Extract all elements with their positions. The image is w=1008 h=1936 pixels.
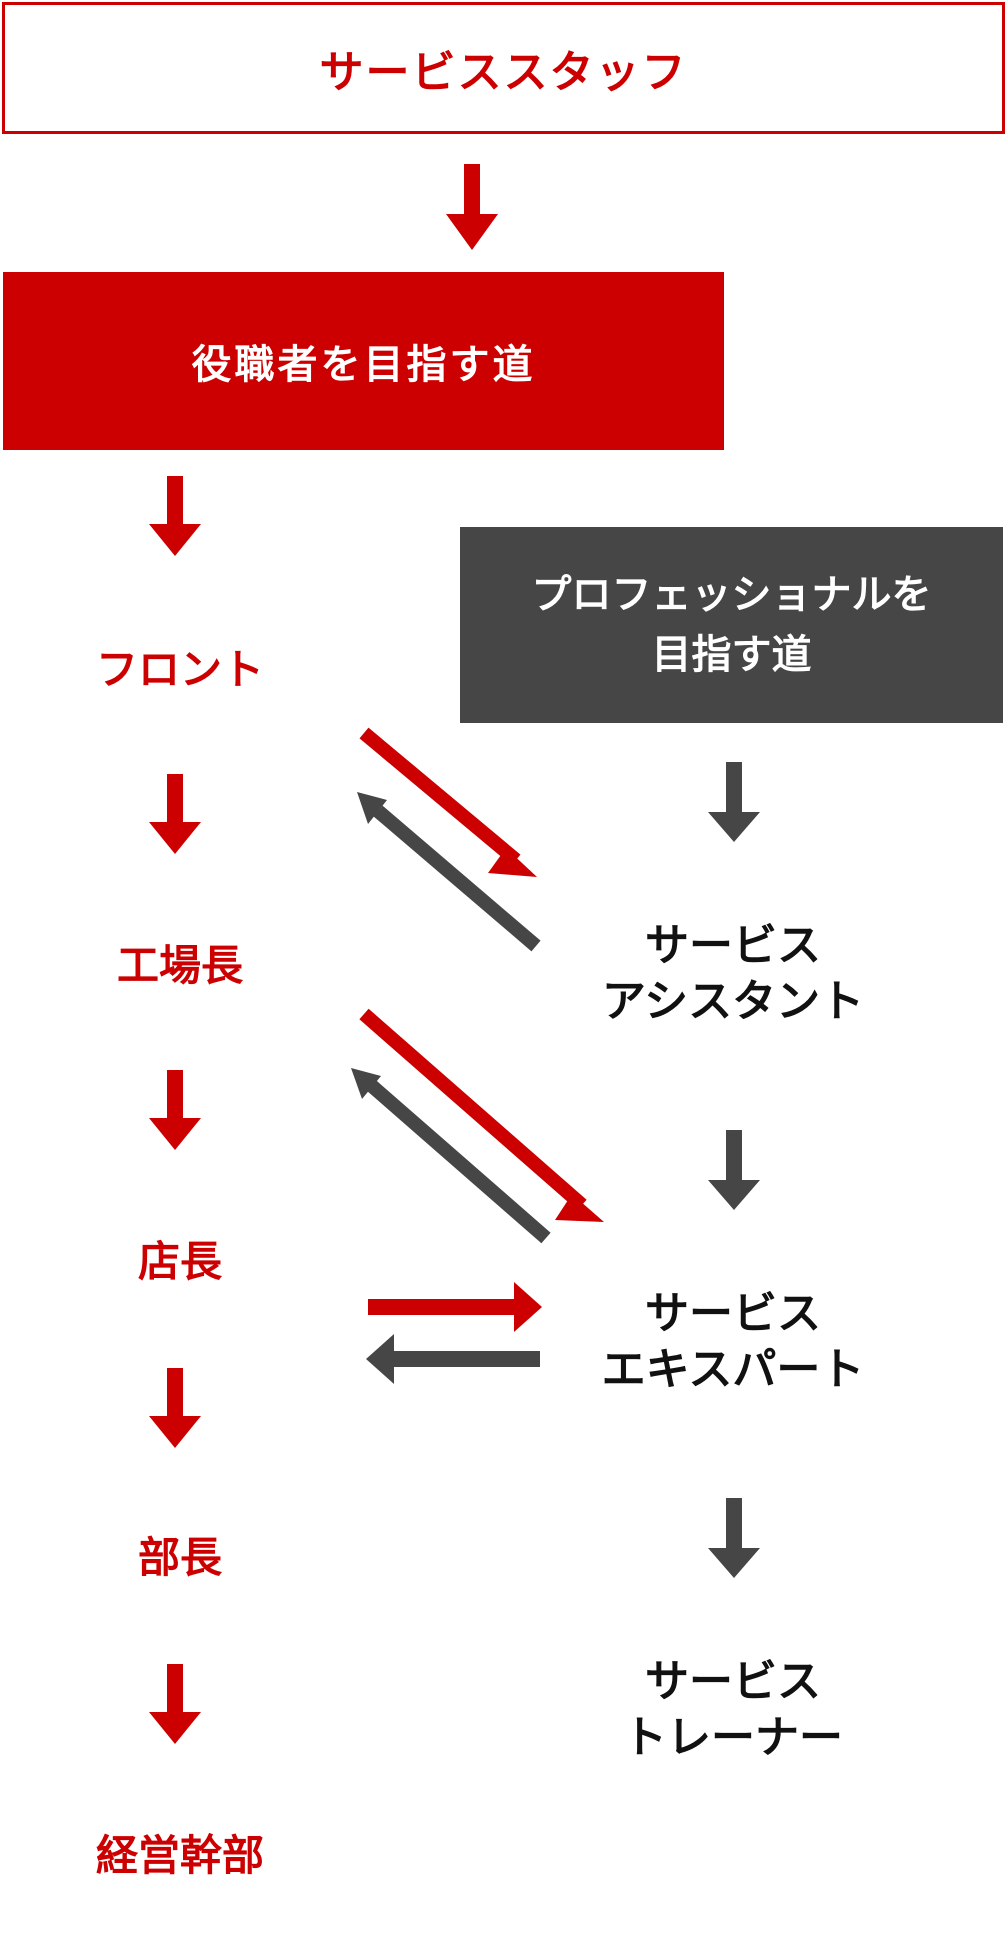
right-arrow-icon [368,1282,542,1332]
service-staff-box: サービススタッフ [2,2,1005,134]
service-trainer-line2: トレーナー [623,1712,843,1763]
down-arrow-icon [149,774,201,854]
management-path-label: 役職者を目指す道 [191,342,536,388]
professional-path-label-line2: 目指す道 [651,632,812,678]
diagonal-arrow-icon [351,1068,551,1244]
down-arrow-icon [446,164,498,250]
diagonal-arrow-icon [359,1008,604,1222]
service-assistant-line2: アシスタント [601,976,865,1027]
down-arrow-icon [149,1664,201,1744]
factory-manager-label: 工場長 [116,941,243,990]
service-expert-label: サービス エキスパート [533,1286,933,1398]
down-arrow-icon [708,762,760,842]
professional-path-label-line1: プロフェッショナルを [531,572,932,618]
down-arrow-icon [708,1498,760,1578]
down-arrow-icon [149,1368,201,1448]
service-expert-line1: サービス [645,1288,821,1339]
service-assistant-label: サービス アシスタント [533,918,933,1030]
diagonal-arrow-icon [359,727,537,877]
down-arrow-icon [708,1130,760,1210]
service-assistant-line1: サービス [645,920,821,971]
executive-label: 経営幹部 [95,1831,264,1880]
service-expert-line2: エキスパート [601,1344,865,1395]
department-manager-label: 部長 [137,1533,222,1582]
left-arrow-icon [366,1334,540,1384]
front-label: フロント [95,645,264,694]
service-staff-label: サービススタッフ [319,47,688,98]
management-path-box: 役職者を目指す道 [3,272,724,450]
down-arrow-icon [149,1070,201,1150]
professional-path-box: プロフェッショナルを 目指す道 [460,527,1003,723]
diagonal-arrow-icon [357,792,541,952]
store-manager-label: 店長 [137,1237,222,1286]
service-trainer-line1: サービス [645,1656,821,1707]
down-arrow-icon [149,476,201,556]
service-trainer-label: サービス トレーナー [533,1654,933,1766]
